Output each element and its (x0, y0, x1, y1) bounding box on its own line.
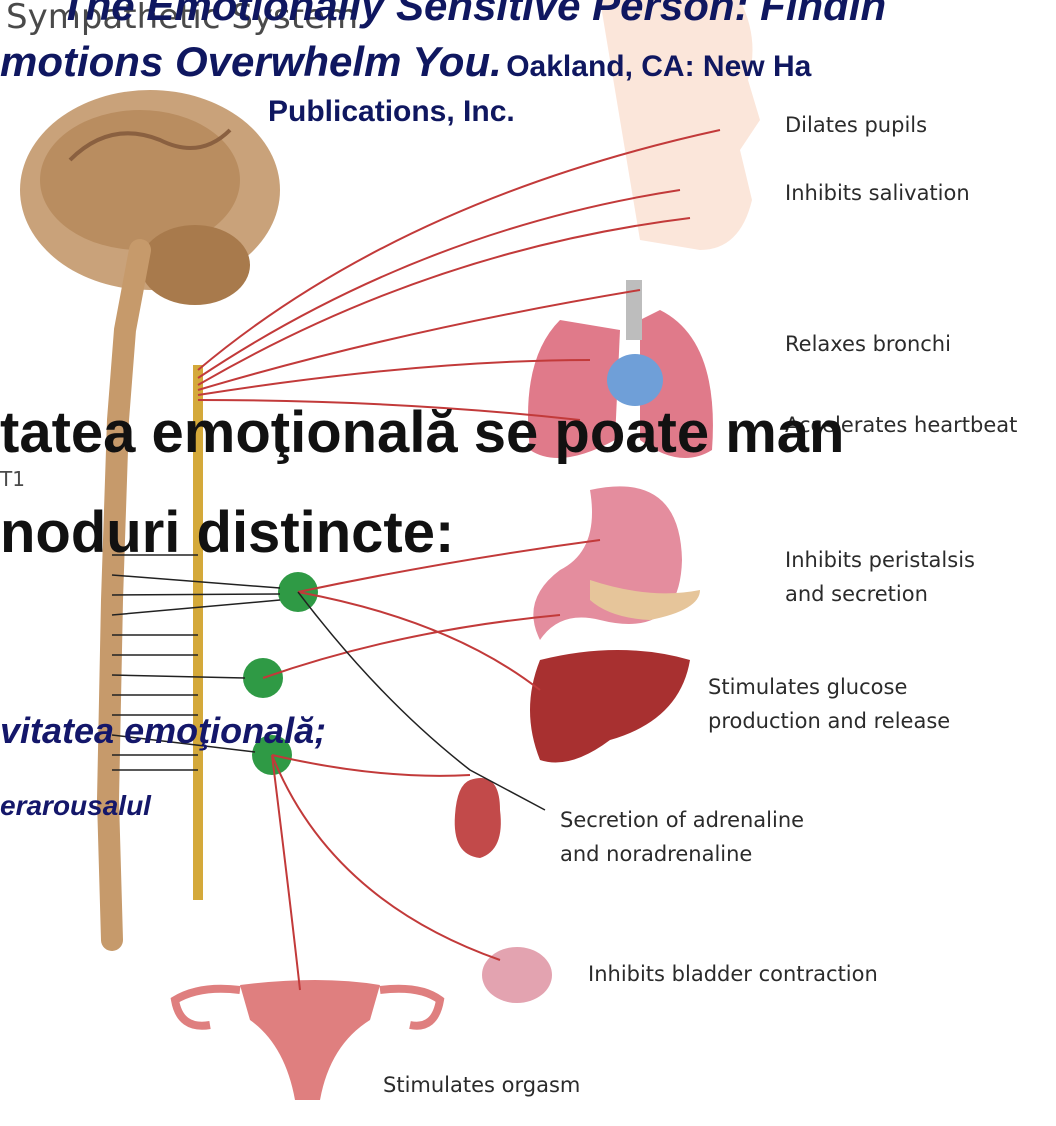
effect-secretion-adrenaline: Secretion of adrenaline and noradrenalin… (560, 803, 804, 871)
effect-relaxes-bronchi: Relaxes bronchi (785, 327, 951, 361)
citation-book-title: motions Overwhelm You. (0, 38, 502, 85)
effect-stimulates-glucose: Stimulates glucose production and releas… (708, 670, 950, 738)
segment-label: T1 (0, 462, 25, 496)
effect-dilates-pupils: Dilates pupils (785, 108, 927, 142)
bladder (482, 947, 552, 1003)
citation-publisher-place: Oakland, CA: New Ha (506, 50, 811, 83)
liver (530, 650, 690, 763)
bullet-item-2: erarousalul (0, 790, 151, 822)
kidney (455, 778, 501, 858)
bullet-item-1: vitatea emoţională; (0, 710, 326, 752)
brain (20, 90, 280, 305)
citation-line-1: The Emotionally Sensitive Person: Findin (60, 0, 886, 30)
effect-inhibits-peristalsis: Inhibits peristalsis and secretion (785, 543, 975, 611)
citation-line-3: Publications, Inc. (268, 95, 515, 129)
heading-line-1: tatea emoţională se poate man (0, 400, 844, 466)
effect-inhibits-bladder: Inhibits bladder contraction (588, 957, 878, 991)
uterus (240, 980, 380, 1100)
citation-line-2: motions Overwhelm You. Oakland, CA: New … (0, 38, 811, 86)
preganglionic-fibers (112, 555, 545, 810)
effect-stimulates-orgasm: Stimulates orgasm (383, 1068, 580, 1102)
heading-line-2: noduri distincte: (0, 500, 454, 566)
effect-inhibits-salivation: Inhibits salivation (785, 176, 970, 210)
